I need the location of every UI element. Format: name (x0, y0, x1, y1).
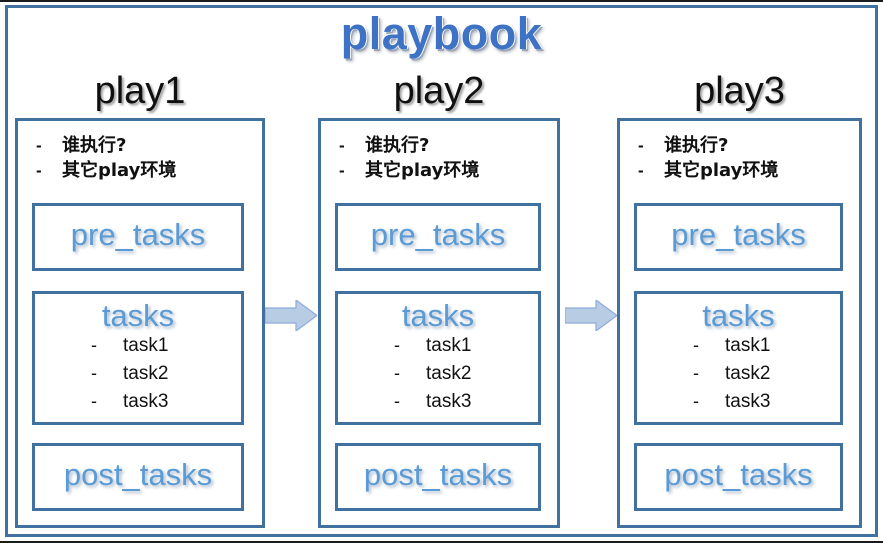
play-box-play2: - 谁执行? - 其它play环境 pre_tasks tasks - task… (318, 118, 560, 528)
page-title: playbook (340, 8, 543, 59)
list-item: - task2 (394, 363, 538, 391)
meta-label: 其它play环境 (62, 160, 177, 181)
bullet-dash: - (36, 161, 42, 180)
section-box-post-tasks-play3: post_tasks (634, 443, 843, 511)
bullet-dash: - (638, 161, 644, 180)
section-box-tasks-play1: tasks - task1 - task2 - task3 (32, 291, 244, 425)
section-label-post-tasks: post_tasks (363, 457, 513, 492)
bullet-dash: - (339, 136, 345, 155)
bullet-dash: - (91, 362, 97, 383)
play-box-play3: - 谁执行? - 其它play环境 pre_tasks tasks - task… (617, 118, 862, 528)
play-heading-play2: play2 (393, 70, 485, 112)
section-box-post-tasks-play1: post_tasks (32, 443, 244, 511)
list-item: - 谁执行? (32, 131, 252, 156)
task-label: task2 (123, 362, 169, 384)
section-label-tasks: tasks (401, 298, 475, 333)
right-arrow-icon-play2-play3 (564, 298, 619, 333)
task-list-play1: - task1 - task2 - task3 (35, 335, 241, 419)
bullet-dash: - (394, 362, 400, 383)
task-label: task3 (123, 390, 169, 412)
bullet-dash: - (91, 390, 97, 411)
section-label-pre-tasks: pre_tasks (671, 217, 806, 252)
play1-meta-list: - 谁执行? - 其它play环境 (32, 131, 252, 181)
task-label: task3 (426, 390, 472, 412)
section-box-pre-tasks-play2: pre_tasks (335, 203, 541, 271)
section-label-post-tasks: post_tasks (664, 457, 813, 492)
section-box-pre-tasks-play1: pre_tasks (32, 203, 244, 271)
meta-label: 其它play环境 (664, 160, 779, 181)
task-label: task2 (725, 362, 771, 384)
section-box-pre-tasks-play3: pre_tasks (634, 203, 843, 271)
bullet-dash: - (36, 136, 42, 155)
task-label: task1 (123, 334, 169, 356)
bottom-hairline (0, 541, 883, 543)
list-item: - 其它play环境 (32, 156, 252, 181)
section-label-tasks: tasks (101, 298, 175, 333)
list-item: - 谁执行? (634, 131, 854, 156)
right-arrow-icon-play1-play2 (264, 298, 319, 333)
bullet-dash: - (394, 390, 400, 411)
meta-label: 谁执行? (62, 135, 127, 156)
play-heading-play3: play3 (694, 70, 785, 112)
list-item: - task1 (693, 335, 840, 363)
section-label-pre-tasks: pre_tasks (370, 217, 506, 252)
list-item: - task3 (394, 391, 538, 419)
play3-meta-list: - 谁执行? - 其它play环境 (634, 131, 854, 181)
list-item: - task1 (91, 335, 241, 363)
section-label-pre-tasks: pre_tasks (70, 217, 206, 252)
list-item: - task3 (693, 391, 840, 419)
section-box-tasks-play3: tasks - task1 - task2 - task3 (634, 291, 843, 425)
meta-label: 其它play环境 (365, 160, 480, 181)
task-label: task1 (426, 334, 472, 356)
bullet-dash: - (638, 136, 644, 155)
section-box-tasks-play2: tasks - task1 - task2 - task3 (335, 291, 541, 425)
task-list-play3: - task1 - task2 - task3 (637, 335, 840, 419)
list-item: - 谁执行? (335, 131, 555, 156)
play-box-play1: - 谁执行? - 其它play环境 pre_tasks tasks - task… (15, 118, 265, 528)
list-item: - 其它play环境 (335, 156, 555, 181)
list-item: - task1 (394, 335, 538, 363)
bullet-dash: - (693, 334, 699, 355)
bullet-dash: - (693, 362, 699, 383)
bullet-dash: - (394, 334, 400, 355)
play2-meta-list: - 谁执行? - 其它play环境 (335, 131, 555, 181)
section-label-tasks: tasks (702, 298, 775, 333)
section-box-post-tasks-play2: post_tasks (335, 443, 541, 511)
top-hairline (0, 0, 883, 2)
play-heading-play1: play1 (94, 70, 186, 112)
task-label: task2 (426, 362, 472, 384)
bullet-dash: - (339, 161, 345, 180)
bullet-dash: - (693, 390, 699, 411)
list-item: - 其它play环境 (634, 156, 854, 181)
list-item: - task2 (91, 363, 241, 391)
list-item: - task2 (693, 363, 840, 391)
task-list-play2: - task1 - task2 - task3 (338, 335, 538, 419)
section-label-post-tasks: post_tasks (63, 457, 213, 492)
list-item: - task3 (91, 391, 241, 419)
meta-label: 谁执行? (664, 135, 729, 156)
task-label: task3 (725, 390, 771, 412)
task-label: task1 (725, 334, 771, 356)
bullet-dash: - (91, 334, 97, 355)
meta-label: 谁执行? (365, 135, 430, 156)
